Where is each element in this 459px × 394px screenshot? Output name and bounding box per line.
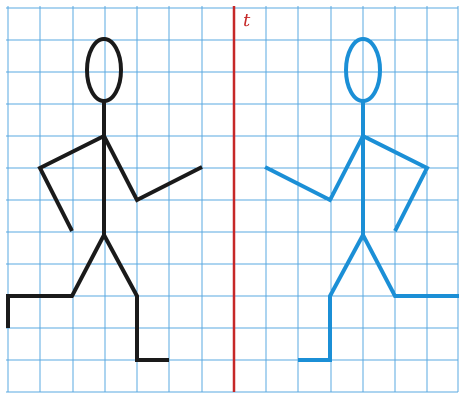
- left-leg: [8, 235, 104, 328]
- head: [87, 39, 121, 101]
- mirror-line-label: t: [243, 10, 251, 31]
- left-leg: [363, 235, 459, 296]
- left-arm: [40, 136, 104, 231]
- grid-lines: [6, 6, 458, 392]
